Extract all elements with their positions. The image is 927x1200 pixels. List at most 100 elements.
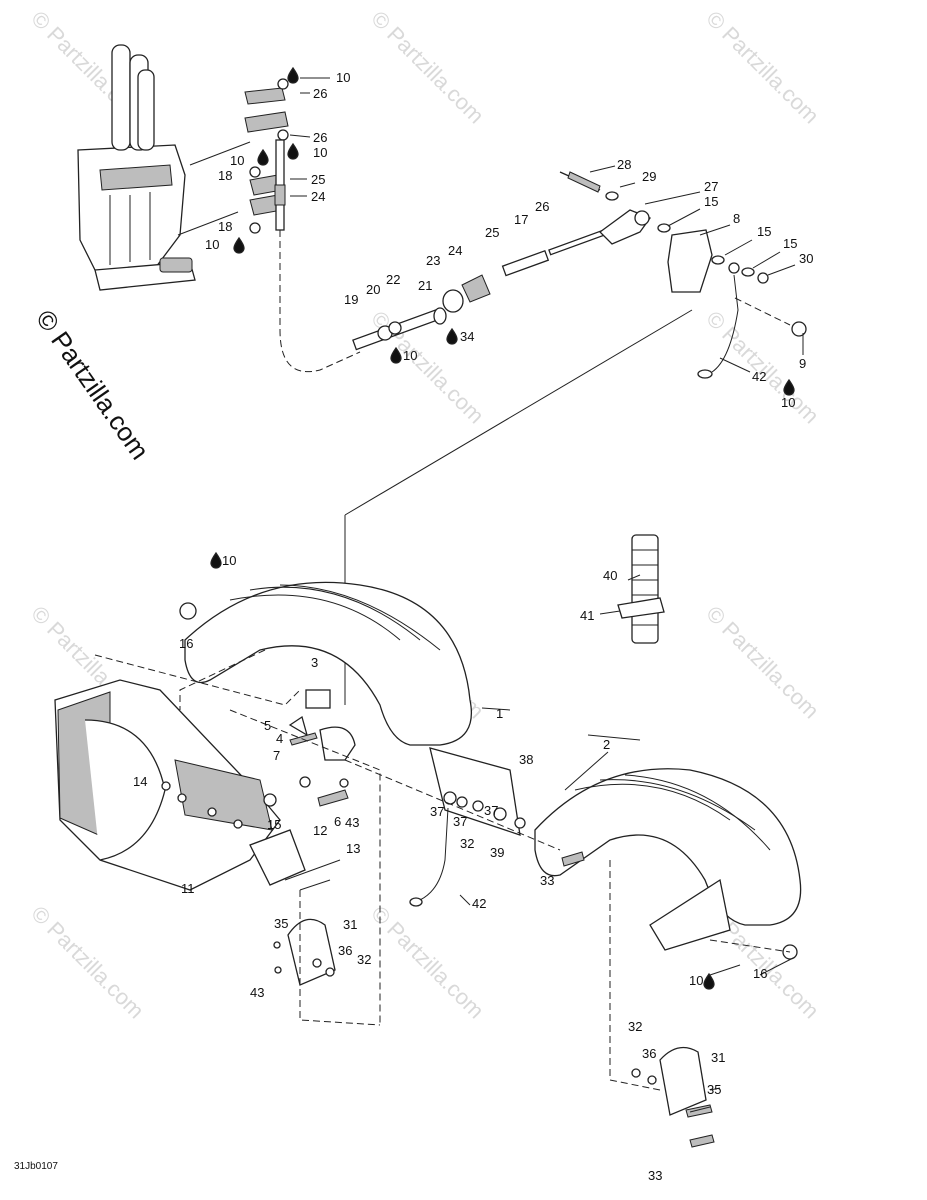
leader-lines <box>289 77 804 1113</box>
control-lever-box <box>77 44 196 291</box>
retainer-and-plates <box>249 829 798 1148</box>
callout-30: 30 <box>799 251 813 266</box>
leader-arrow-2 <box>177 211 239 236</box>
electrical-parts <box>288 689 356 807</box>
callout-28: 28 <box>617 157 631 172</box>
watermark-3: © Partzilla.com <box>701 6 824 129</box>
callout-10: 10 <box>230 153 244 168</box>
callout-25: 25 <box>485 225 499 240</box>
callout-3: 3 <box>311 655 318 670</box>
callout-32: 32 <box>357 952 371 967</box>
side-watermark: © Partzilla.com <box>30 304 155 465</box>
shaft-assembly <box>409 747 526 907</box>
oil-drop-icon <box>390 346 402 364</box>
cable-end-fittings <box>244 78 361 372</box>
callout-16: 16 <box>753 966 767 981</box>
callout-18: 18 <box>218 219 232 234</box>
callout-4: 4 <box>276 731 283 746</box>
hose <box>617 534 665 644</box>
callout-10: 10 <box>781 395 795 410</box>
callout-33: 33 <box>648 1168 662 1183</box>
callout-26: 26 <box>313 86 327 101</box>
callout-27: 27 <box>704 179 718 194</box>
callout-5: 5 <box>264 718 271 733</box>
callout-26: 26 <box>535 199 549 214</box>
callout-43: 43 <box>345 815 359 830</box>
watermark-8: © Partzilla.com <box>701 601 824 724</box>
callout-31: 31 <box>711 1050 725 1065</box>
oil-drop-icons <box>210 66 795 990</box>
callout-25: 25 <box>311 172 325 187</box>
callout-15: 15 <box>704 194 718 209</box>
callout-32: 32 <box>460 836 474 851</box>
callout-9: 9 <box>799 356 806 371</box>
callout-38: 38 <box>519 752 533 767</box>
callout-13: 13 <box>346 841 360 856</box>
callout-2: 2 <box>603 737 610 752</box>
callout-35: 35 <box>274 916 288 931</box>
cover-1 <box>184 581 472 746</box>
callout-10: 10 <box>403 348 417 363</box>
callout-42: 42 <box>472 896 486 911</box>
callout-29: 29 <box>642 169 656 184</box>
bolt-16 <box>179 602 197 620</box>
oil-drop-icon <box>210 551 222 569</box>
callout-17: 17 <box>514 212 528 227</box>
callout-31: 31 <box>343 917 357 932</box>
callout-10: 10 <box>336 70 350 85</box>
callout-19: 19 <box>344 292 358 307</box>
callout-24: 24 <box>311 189 325 204</box>
callout-42: 42 <box>752 369 766 384</box>
callout-18: 18 <box>218 168 232 183</box>
callout-36: 36 <box>642 1046 656 1061</box>
watermark-9: © Partzilla.com <box>26 901 149 1024</box>
callout-15: 15 <box>267 817 281 832</box>
callout-35: 35 <box>707 1082 721 1097</box>
oil-drop-icon <box>703 972 715 990</box>
callout-6: 6 <box>334 814 341 829</box>
callout-23: 23 <box>426 253 440 268</box>
oil-drop-icon <box>446 327 458 345</box>
callout-11: 11 <box>181 881 195 896</box>
callout-21: 21 <box>418 278 432 293</box>
callout-43: 43 <box>250 985 264 1000</box>
callout-22: 22 <box>386 272 400 287</box>
assembly-lines <box>94 649 791 1091</box>
callout-26: 26 <box>313 130 327 145</box>
callout-12: 12 <box>313 823 327 838</box>
oil-drop-icon <box>287 66 299 84</box>
callout-16: 16 <box>179 636 193 651</box>
oil-drop-icon <box>287 142 299 160</box>
callout-32: 32 <box>628 1019 642 1034</box>
callout-15: 15 <box>783 236 797 251</box>
oil-drop-icon <box>257 148 269 166</box>
callout-14: 14 <box>133 774 147 789</box>
callout-10: 10 <box>689 973 703 988</box>
callout-37: 37 <box>453 814 467 829</box>
callout-10: 10 <box>205 237 219 252</box>
diagram-code: 31Jb0107 <box>14 1161 58 1172</box>
oil-drop-icon <box>783 378 795 396</box>
callout-41: 41 <box>580 608 594 623</box>
leader-arrow-1 <box>189 141 251 166</box>
callout-15: 15 <box>757 224 771 239</box>
callout-labels: 10 26 26 10 10 18 25 24 18 10 28 29 27 1… <box>133 70 813 1183</box>
callout-40: 40 <box>603 568 617 583</box>
callout-7: 7 <box>273 748 280 763</box>
callout-8: 8 <box>733 211 740 226</box>
cover-2 <box>534 768 802 951</box>
callout-34: 34 <box>460 329 474 344</box>
watermark-10: © Partzilla.com <box>366 901 489 1024</box>
callout-24: 24 <box>448 243 462 258</box>
callout-10: 10 <box>313 145 327 160</box>
callout-39: 39 <box>490 845 504 860</box>
cable-assembly <box>344 171 807 705</box>
callout-20: 20 <box>366 282 380 297</box>
callout-36: 36 <box>338 943 352 958</box>
callout-37: 37 <box>430 804 444 819</box>
watermark-2: © Partzilla.com <box>366 6 489 129</box>
callout-1: 1 <box>496 706 503 721</box>
callout-37: 37 <box>484 803 498 818</box>
oil-drop-icon <box>233 236 245 254</box>
